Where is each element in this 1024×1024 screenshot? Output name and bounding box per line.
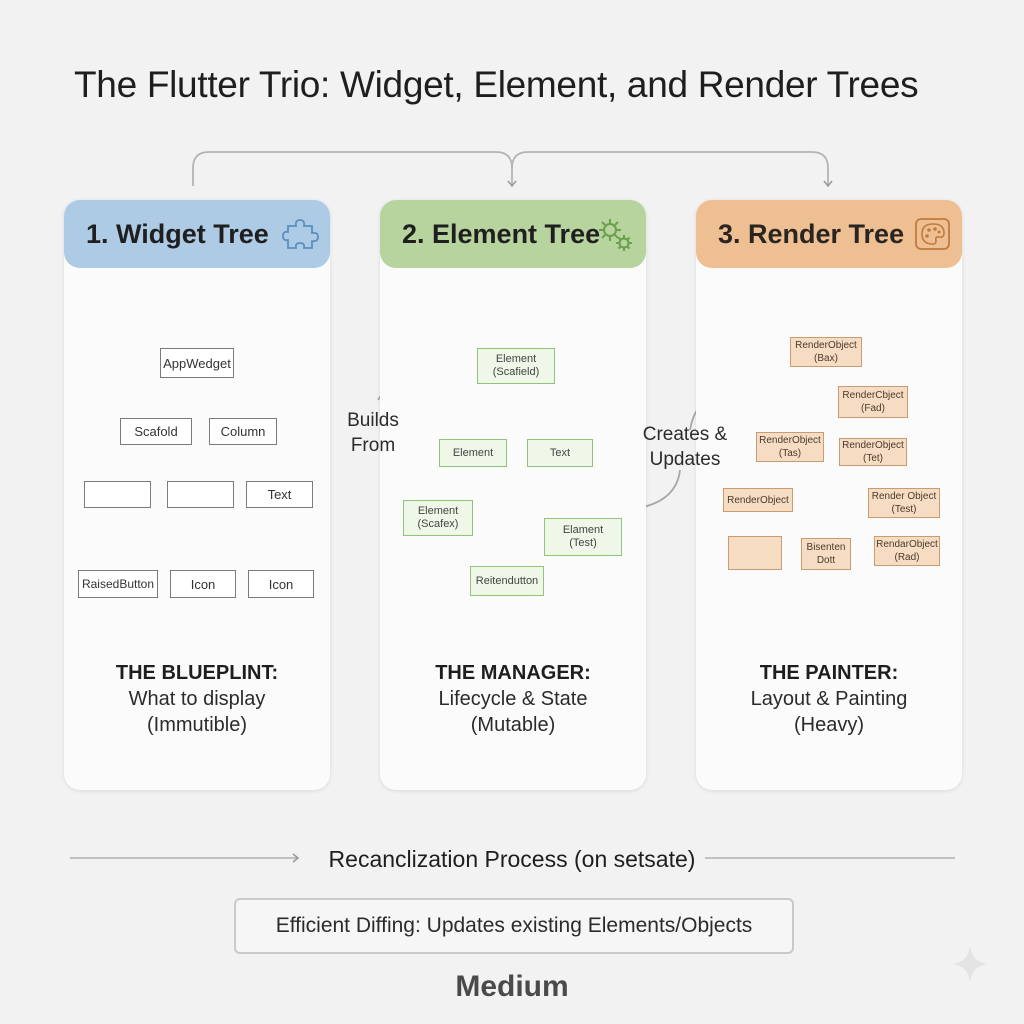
efficient-diffing-box: Efficient Diffing: Updates existing Elem… (234, 898, 794, 954)
page-title: The Flutter Trio: Widget, Element, and R… (74, 64, 919, 105)
tree-node: Text (527, 439, 593, 467)
element-tree-header-label: 2. Element Tree (402, 218, 601, 249)
widget-tree-role-title: THE BLUEPLINT: (115, 662, 279, 684)
render-tree-header: 3. Render Tree (696, 200, 962, 268)
tree-node: Bisenten Dott (801, 538, 851, 570)
tree-node: Reitendutton (470, 566, 544, 596)
tree-node: Render Object (Test) (868, 488, 940, 518)
builds-from-label: Builds From (347, 410, 399, 456)
tree-node: Icon (170, 570, 236, 598)
tree-node (167, 481, 234, 508)
render-tree-role-title: THE PAINTER: (759, 662, 899, 684)
reconciliation-process-label: Recanclization Process (on setsate) (328, 846, 696, 872)
element-tree-role-title: THE MANAGER: (435, 662, 591, 684)
sparkle-icon (952, 946, 988, 982)
element-tree-panel: 2. Element Tree Element (Scafield) Eleme… (380, 200, 646, 790)
element-tree-header: 2. Element Tree (380, 200, 646, 268)
tree-node: RenderObject (Tet) (839, 438, 907, 466)
gears-icon (599, 219, 632, 251)
render-tree-role-line: Layout & Painting (750, 688, 908, 710)
tree-node: Elament (Test) (544, 518, 622, 556)
widget-tree-panel: 1. Widget Tree AppWedget Scafold Column … (64, 200, 330, 790)
tree-node: Element (Scafex) (403, 500, 473, 536)
puzzle-icon (282, 219, 319, 249)
widget-tree-role-line: What to display (128, 688, 266, 710)
tree-node: Text (246, 481, 313, 508)
palette-icon (915, 218, 950, 250)
tree-node: RenderObject (723, 488, 793, 512)
tree-node: Element (Scafield) (477, 348, 555, 384)
tree-node: Column (209, 418, 277, 445)
render-tree-header-label: 3. Render Tree (718, 218, 905, 249)
tree-node: RenderObject (Bax) (790, 337, 862, 367)
widget-tree-role-line: (Immutible) (146, 714, 247, 736)
tree-node: Icon (248, 570, 314, 598)
render-tree-role-line: (Heavy) (793, 714, 864, 736)
top-bracket-arrows (192, 151, 833, 188)
tree-node (728, 536, 782, 570)
tree-node: Scafold (120, 418, 192, 445)
tree-node: RaisedButton (78, 570, 158, 598)
element-tree-role-line: Lifecycle & State (438, 688, 588, 710)
render-tree-panel: 3. Render Tree RenderObject (Bax) Render… (696, 200, 962, 790)
footer-brand: Medium (455, 970, 569, 1003)
widget-tree-header-label: 1. Widget Tree (86, 218, 269, 249)
tree-node: AppWedget (160, 348, 234, 378)
tree-node: RenderObject (Tas) (756, 432, 824, 462)
tree-node: RenderCbject (Fad) (838, 386, 908, 418)
widget-tree-header: 1. Widget Tree (64, 200, 330, 268)
tree-node: RendarObject (Rad) (874, 536, 940, 566)
tree-node: Element (439, 439, 507, 467)
creates-updates-label: Creates & Updates (642, 424, 728, 470)
element-tree-role-line: (Mutable) (470, 714, 556, 736)
tree-node (84, 481, 151, 508)
